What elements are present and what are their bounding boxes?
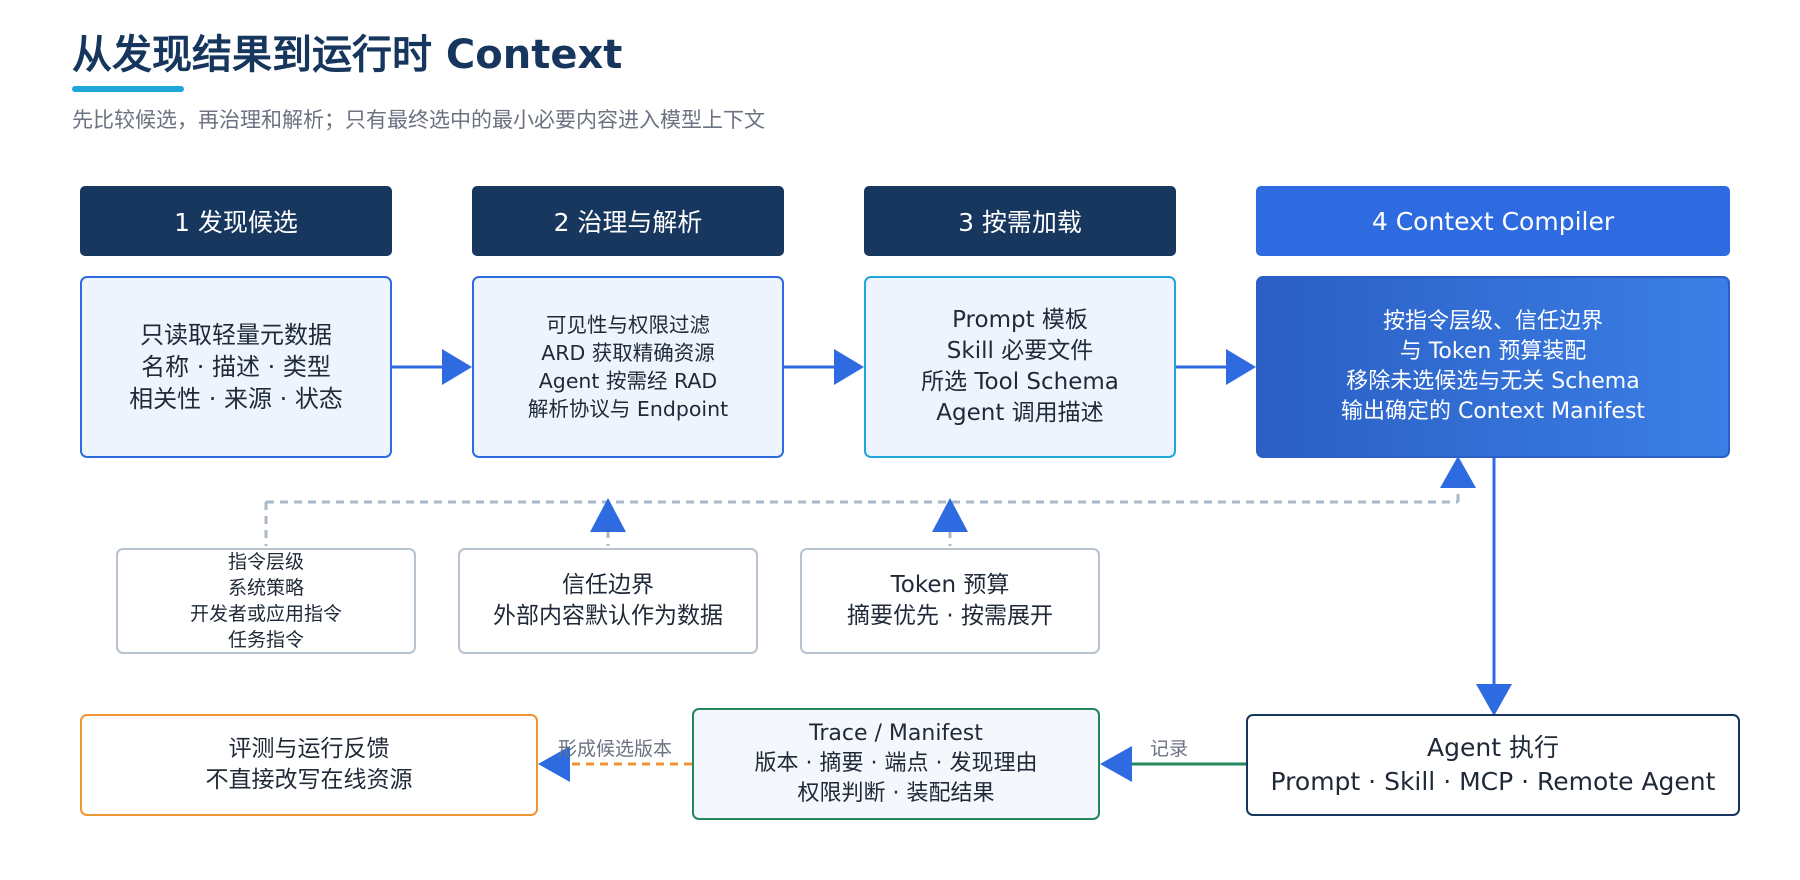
constraint-arrow-to-governance xyxy=(590,498,626,532)
stage-1-header: 1 发现候选 xyxy=(80,186,392,256)
flow-arrow-1-2 xyxy=(392,349,472,385)
trust-boundary-box: 信任边界 外部内容默认作为数据 xyxy=(458,548,758,654)
stage-3-line: Prompt 模板 xyxy=(952,307,1088,333)
record-edge-label: 记录 xyxy=(1150,738,1189,760)
stage-3-header: 3 按需加载 xyxy=(864,186,1176,256)
trace-line: Trace / Manifest xyxy=(809,721,983,746)
stage-3-line: Agent 调用描述 xyxy=(936,400,1104,426)
title-underline xyxy=(72,86,184,92)
page-title: 从发现结果到运行时 Context xyxy=(72,32,623,78)
feedback-box: 评测与运行反馈 不直接改写在线资源 xyxy=(80,714,538,816)
stage-4-header: 4 Context Compiler xyxy=(1256,186,1730,256)
stage-1-line: 名称 · 描述 · 类型 xyxy=(141,353,331,381)
compiler-line: 与 Token 预算装配 xyxy=(1399,339,1587,364)
stage-1-line: 只读取轻量元数据 xyxy=(140,321,332,349)
page-subtitle: 先比较候选，再治理和解析；只有最终选中的最小必要内容进入模型上下文 xyxy=(72,108,765,132)
feedback-line: 评测与运行反馈 xyxy=(228,736,390,762)
stage-2-header: 2 治理与解析 xyxy=(472,186,784,256)
stage-3-line: 所选 Tool Schema xyxy=(921,369,1119,395)
compiler-to-agent-arrow xyxy=(1476,458,1512,716)
constraint-line: 系统策略 xyxy=(227,577,304,599)
trace-manifest-box: Trace / Manifest 版本 · 摘要 · 端点 · 发现理由 权限判… xyxy=(692,708,1100,820)
constraint-line: 外部内容默认作为数据 xyxy=(493,603,723,629)
stage-2-line: ARD 获取精确资源 xyxy=(541,341,715,365)
constraint-line: 摘要优先 · 按需展开 xyxy=(847,603,1053,629)
stage-1-line: 相关性 · 来源 · 状态 xyxy=(129,385,343,413)
compiler-line: 按指令层级、信任边界 xyxy=(1382,309,1603,334)
stage-2-line: Agent 按需经 RAD xyxy=(538,369,718,393)
agent-line: Prompt · Skill · MCP · Remote Agent xyxy=(1270,767,1716,796)
stage-2-box: 可见性与权限过滤 ARD 获取精确资源 Agent 按需经 RAD 解析协议与 … xyxy=(472,276,784,458)
agent-line: Agent 执行 xyxy=(1427,733,1559,762)
constraint-arrow-to-compiler xyxy=(1440,456,1476,488)
stage-2-line: 解析协议与 Endpoint xyxy=(527,397,729,421)
flow-arrow-2-3 xyxy=(784,349,864,385)
constraint-line: 信任边界 xyxy=(562,572,654,598)
constraint-line: Token 预算 xyxy=(890,572,1010,598)
instruction-hierarchy-box: 指令层级 系统策略 开发者或应用指令 任务指令 xyxy=(116,548,416,654)
context-compiler-box: 按指令层级、信任边界 与 Token 预算装配 移除未选候选与无关 Schema… xyxy=(1256,276,1730,458)
agent-execution-box: Agent 执行 Prompt · Skill · MCP · Remote A… xyxy=(1246,714,1740,816)
stage-3-line: Skill 必要文件 xyxy=(946,338,1094,364)
stage-2-line: 可见性与权限过滤 xyxy=(546,313,710,337)
token-budget-box: Token 预算 摘要优先 · 按需展开 xyxy=(800,548,1100,654)
trace-line: 版本 · 摘要 · 端点 · 发现理由 xyxy=(754,751,1038,776)
constraint-arrow-to-loading xyxy=(932,498,968,532)
constraint-line: 开发者或应用指令 xyxy=(189,603,342,625)
stage-3-box: Prompt 模板 Skill 必要文件 所选 Tool Schema Agen… xyxy=(864,276,1176,458)
candidate-version-edge-label: 形成候选版本 xyxy=(558,738,673,760)
feedback-line: 不直接改写在线资源 xyxy=(205,767,413,793)
stage-1-box: 只读取轻量元数据 名称 · 描述 · 类型 相关性 · 来源 · 状态 xyxy=(80,276,392,458)
constraint-dashed-bus xyxy=(264,488,1460,546)
trace-line: 权限判断 · 装配结果 xyxy=(797,781,995,806)
constraint-line: 任务指令 xyxy=(227,629,304,651)
flow-arrow-3-4 xyxy=(1176,349,1256,385)
compiler-line: 移除未选候选与无关 Schema xyxy=(1346,369,1640,394)
constraint-line: 指令层级 xyxy=(227,551,304,573)
compiler-line: 输出确定的 Context Manifest xyxy=(1340,399,1646,424)
